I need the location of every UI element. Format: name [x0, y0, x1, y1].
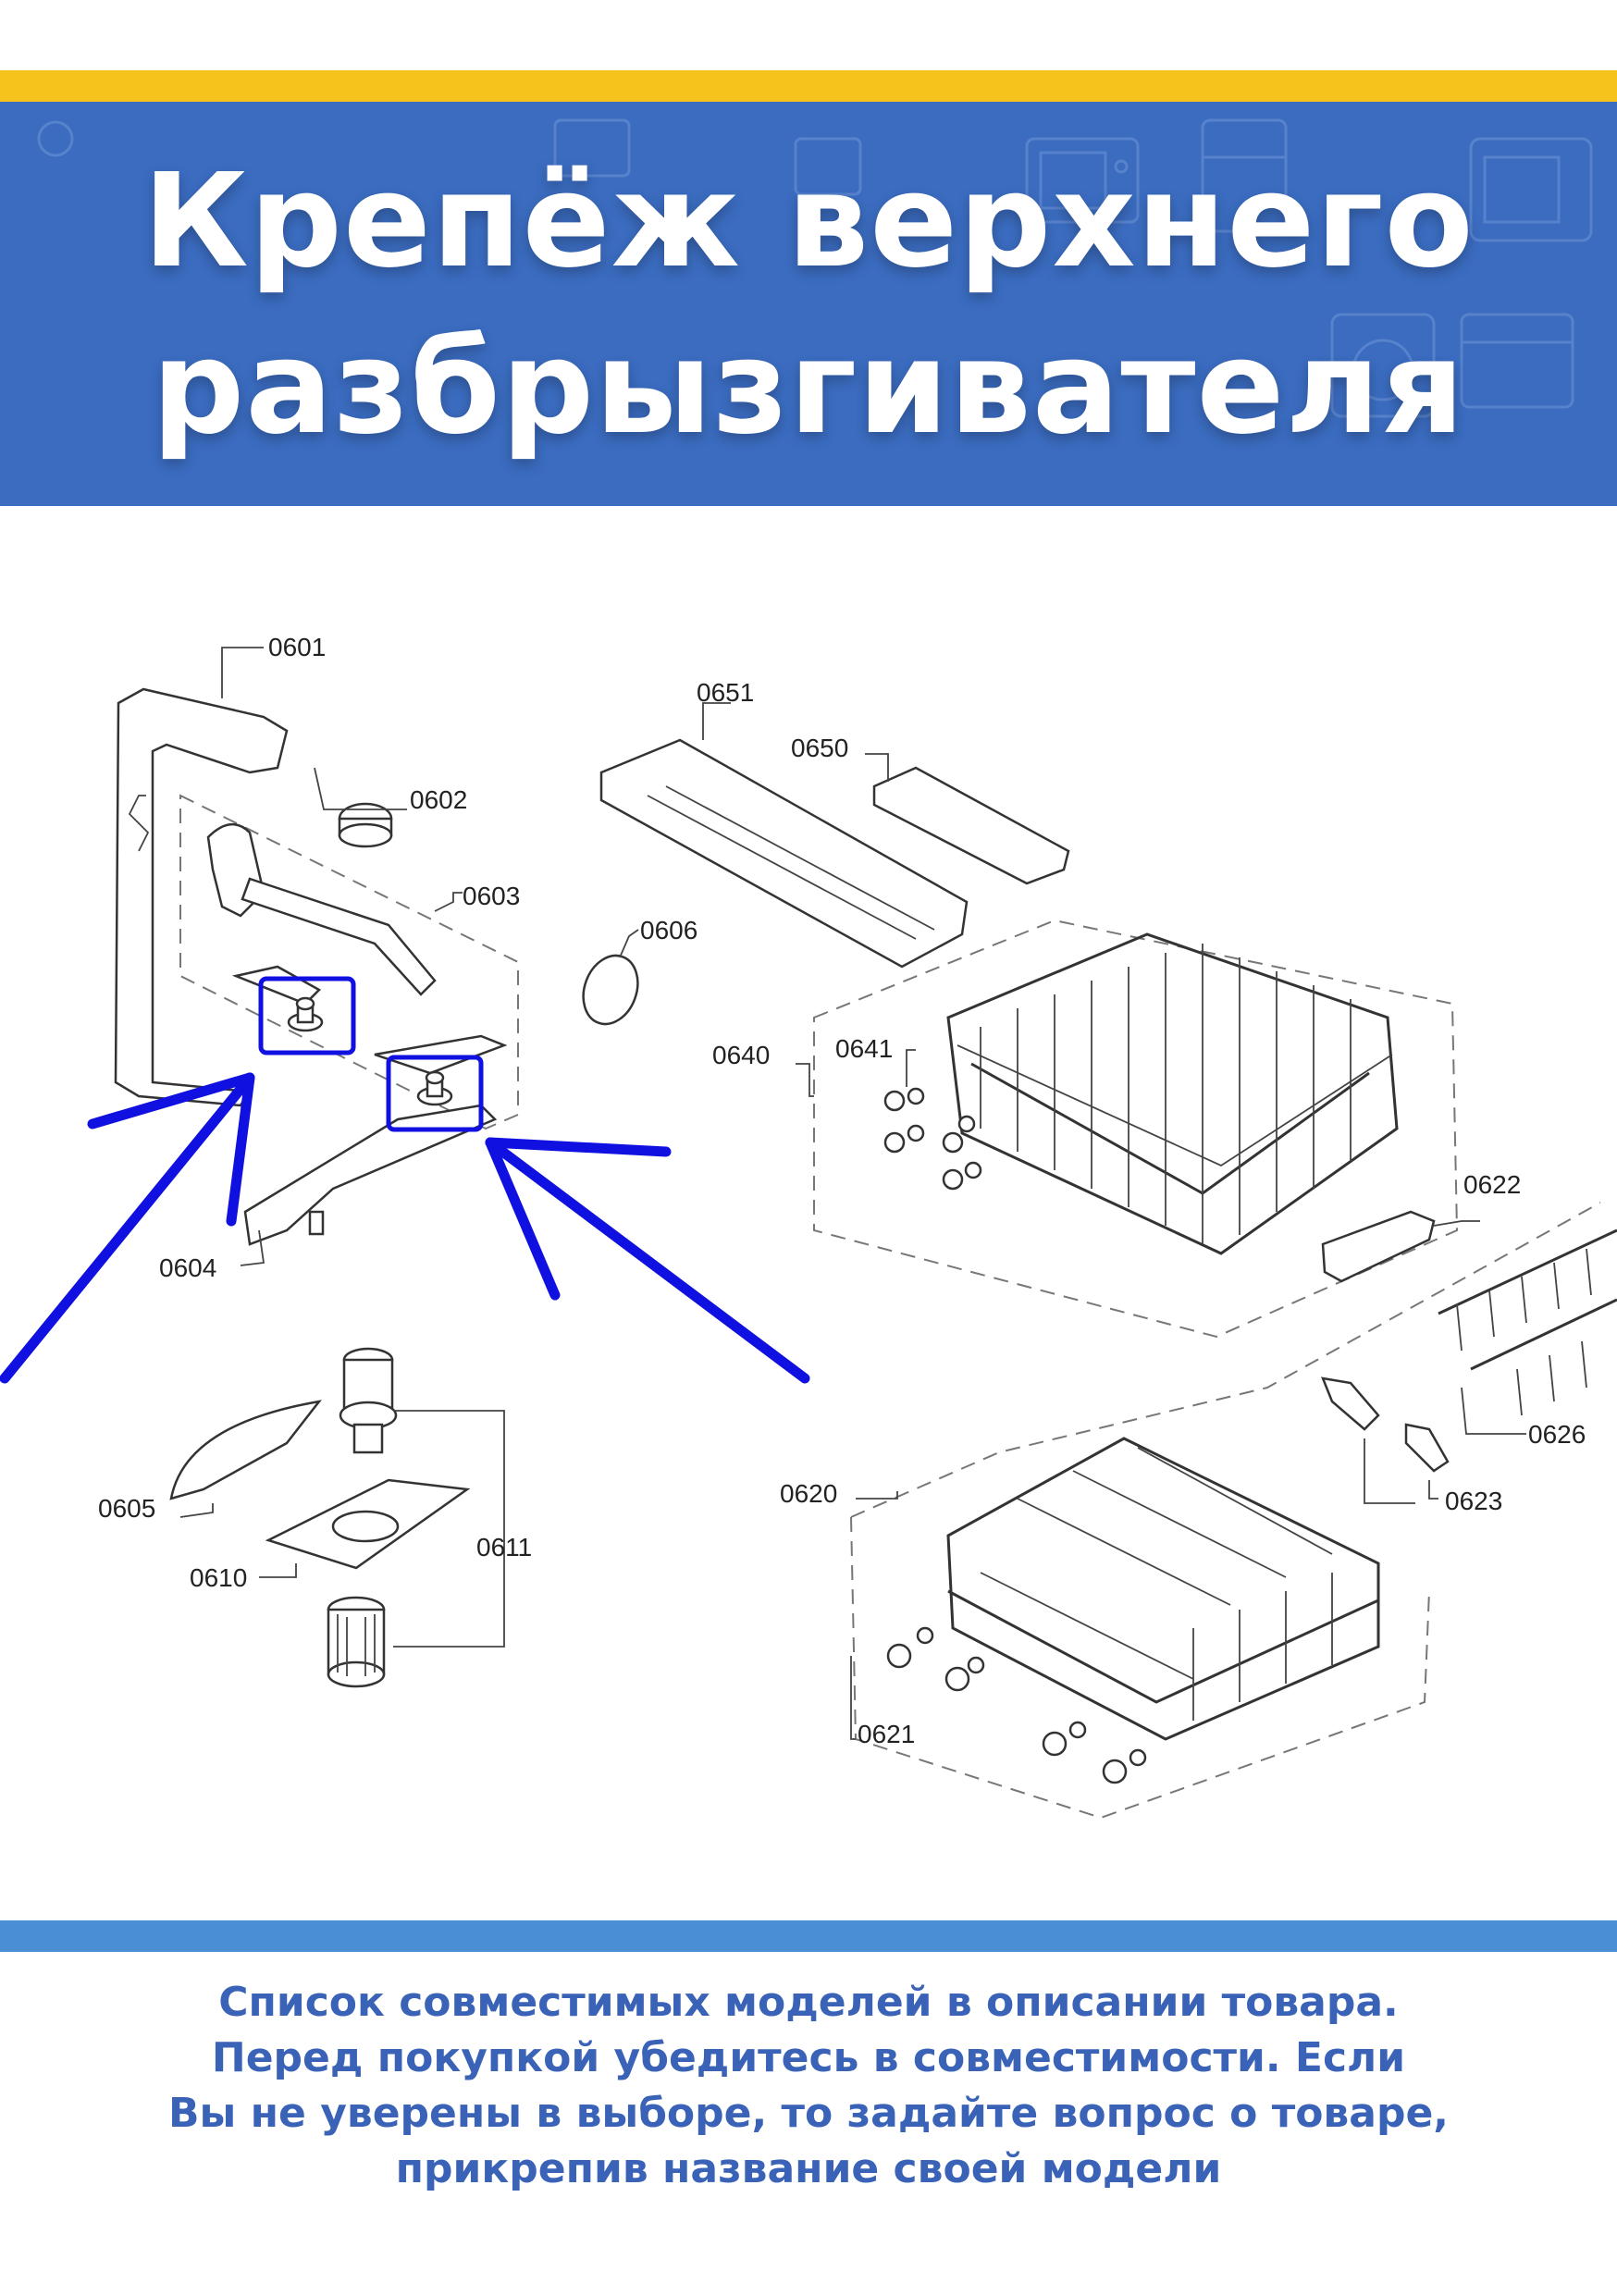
- highlight-box-right: [386, 1055, 484, 1132]
- label-0650: 0650: [791, 734, 848, 762]
- label-0606: 0606: [640, 916, 697, 944]
- fastener-left: [287, 996, 324, 1032]
- label-0610: 0610: [190, 1563, 247, 1592]
- filter-group: [169, 929, 639, 1688]
- note-line-2: Перед покупкой убедитесь в совместимости…: [211, 2034, 1406, 2081]
- note-line-4: прикрепив название своей модели: [395, 2145, 1222, 2192]
- label-0651: 0651: [697, 678, 754, 707]
- label-0604: 0604: [159, 1253, 216, 1282]
- appliance-outline-icons: [37, 118, 1593, 418]
- label-0620: 0620: [780, 1479, 837, 1508]
- part-0623-a: [1321, 1376, 1380, 1431]
- water-feed-pipe: [114, 687, 289, 1107]
- upper-spray-arm-right: [374, 1034, 508, 1075]
- plate-rack-0626: [1438, 1228, 1617, 1416]
- label-0602: 0602: [410, 785, 467, 814]
- label-0626: 0626: [1528, 1420, 1586, 1449]
- label-0601: 0601: [268, 633, 326, 661]
- cutlery-tray-0651: [599, 738, 969, 969]
- title-line-2: разбрызгивателя: [152, 313, 1465, 463]
- label-0611: 0611: [476, 1533, 532, 1562]
- title-banner: [0, 102, 1617, 506]
- filter-cylinder-top: [339, 1347, 398, 1454]
- cutlery-insert-0650: [872, 766, 1070, 885]
- upper-basket-group: [599, 702, 1480, 1339]
- part-0622: [1321, 1210, 1436, 1283]
- spray-arm-group: [0, 647, 810, 1384]
- lower-basket-group: [850, 1202, 1617, 1820]
- pointer-arrow-left: [0, 1072, 255, 1384]
- cylindrical-mesh-filter: [327, 1596, 386, 1688]
- upper-basket-0640: [946, 932, 1399, 1255]
- wheels-0641: [883, 1087, 982, 1191]
- label-0621: 0621: [858, 1720, 915, 1748]
- filter-cover-0605: [169, 1400, 322, 1500]
- label-0605: 0605: [98, 1494, 155, 1523]
- wheels-0621: [886, 1626, 1147, 1784]
- part-0623-b: [1404, 1423, 1450, 1473]
- lower-spray-arm-0604: [243, 1104, 498, 1246]
- dishwasher-parts-diagram: 0601 0602 0603 0604 0605 0606 0610 0611 …: [0, 633, 1617, 1820]
- lower-basket-0620: [946, 1437, 1380, 1741]
- disc-0606: [582, 954, 639, 1026]
- label-0640: 0640: [712, 1041, 770, 1069]
- lower-basket-boundary: [850, 1202, 1601, 1820]
- page-title: Крепёж верхнего разбрызгивателя: [0, 139, 1617, 472]
- label-0622: 0622: [1463, 1170, 1521, 1199]
- pointer-arrow-right: [485, 1137, 810, 1384]
- spray-arm-tube: [241, 877, 437, 996]
- title-line-1: Крепёж верхнего: [142, 146, 1475, 297]
- highlight-box-left: [258, 976, 356, 1055]
- nut-0602: [338, 802, 393, 848]
- note-line-1: Список совместимых моделей в описании то…: [218, 1979, 1399, 2026]
- upper-spray-arm: [231, 965, 322, 1006]
- bottom-accent-stripe: [0, 1920, 1617, 1952]
- note-line-3: Вы не уверены в выборе, то задайте вопро…: [167, 2090, 1450, 2137]
- label-0623: 0623: [1445, 1487, 1502, 1515]
- part-labels: 0601 0602 0603 0604 0605 0606 0610 0611 …: [98, 633, 1586, 1748]
- label-0603: 0603: [463, 882, 520, 910]
- assembly-boundary-0603: [179, 794, 519, 1130]
- top-accent-stripe: [0, 70, 1617, 102]
- label-0641: 0641: [835, 1034, 893, 1063]
- compatibility-note: Список совместимых моделей в описании то…: [0, 1975, 1617, 2197]
- upper-basket-boundary: [813, 919, 1459, 1339]
- fastener-right: [416, 1070, 453, 1106]
